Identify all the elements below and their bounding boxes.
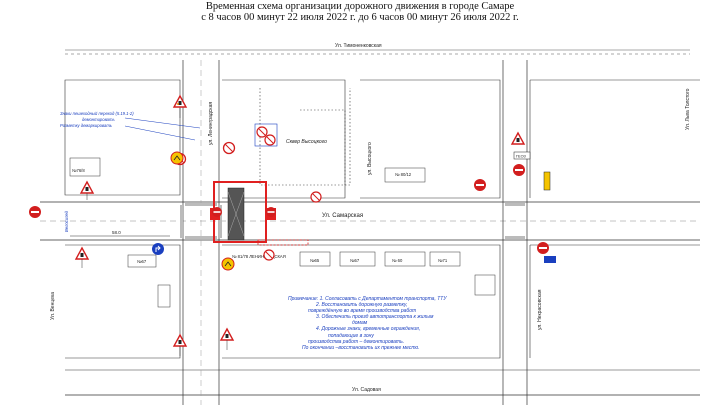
blue-note-c: Разметку демаркировать (60, 123, 112, 128)
square-fence (259, 88, 351, 186)
page-title: Временная схема организации дорожного дв… (205, 1, 515, 12)
building-71: №71 (438, 258, 448, 263)
building-80-12: № 80/12 (395, 172, 412, 177)
note-line: 4. Дорожные знаки, временные ограждения, (316, 326, 421, 333)
blue-note-a: Знаки пешеходный переход (5.19.1-2) (60, 111, 134, 116)
building-81-78: № 81/78 ЛЕНИНГРАДСКАЯ (232, 254, 286, 259)
detour-sign-icons (170, 103, 235, 271)
left-blue-label: Велосипед (64, 210, 69, 232)
railway-line (65, 49, 690, 55)
crosswalks (180, 203, 525, 239)
page-subtitle: с 8 часов 00 минут 22 июля 2022 г. до 6 … (201, 12, 519, 23)
building-60: № 60 (392, 258, 403, 263)
street-label-sadovaya: Ул. Садовая (352, 387, 381, 393)
distance-label: 58.0 (112, 230, 121, 235)
work-zone (210, 181, 309, 246)
notes-panel: Примечание: 1. Согласовать с Департамент… (288, 296, 478, 351)
buildings (69, 157, 496, 308)
sign-posts (81, 108, 228, 356)
street-label-leningradskaya: ул. Ленинградская (208, 102, 214, 145)
street-label-top: Ул. Тимоненковская (335, 43, 382, 49)
samarskaya-road (40, 201, 700, 241)
direction-sign-icons (152, 151, 556, 263)
street-label-venceka: Ул. Венцека (50, 292, 56, 320)
sign-label: ГЕОЗ (516, 155, 527, 159)
building-67: №67 (137, 259, 147, 264)
blue-note-b: демонтировать (82, 117, 115, 122)
note-line: производства работ – демонтировать. (308, 338, 405, 345)
note-line: 3. Обеспечить проезд автотранспорта к жи… (316, 314, 434, 321)
note-leader-lines (124, 117, 201, 141)
legend-box (254, 123, 278, 147)
street-label-samarskaya: Ул. Самарская (322, 213, 363, 219)
note-line: 2. Восстановить дорожную разметку, (316, 302, 408, 309)
note-line: По окончании –восстановить их прежнее ме… (302, 344, 420, 351)
note-line: Примечание: 1. Согласовать с Департамент… (288, 296, 447, 302)
note-line: повреждённую во время производства работ (308, 308, 417, 315)
street-label-nekrasovskaya: ул. Некрасовская (537, 289, 543, 330)
building-65: №65 (310, 258, 320, 263)
note-line: домам (352, 320, 368, 327)
note-line: попадающие в зону (328, 332, 374, 339)
building-57: №57 (350, 258, 360, 263)
no-entry-sign-icons (29, 164, 549, 254)
street-label-vysotskogo: ул. Высоцкого (367, 142, 373, 175)
street-label-lva-tolstogo: Ул. Льва Толстого (685, 88, 691, 130)
building-76-8: №76/8 (72, 168, 85, 173)
block-outlines (64, 79, 700, 371)
skver-label: Сквер Высоцкого (286, 139, 327, 145)
